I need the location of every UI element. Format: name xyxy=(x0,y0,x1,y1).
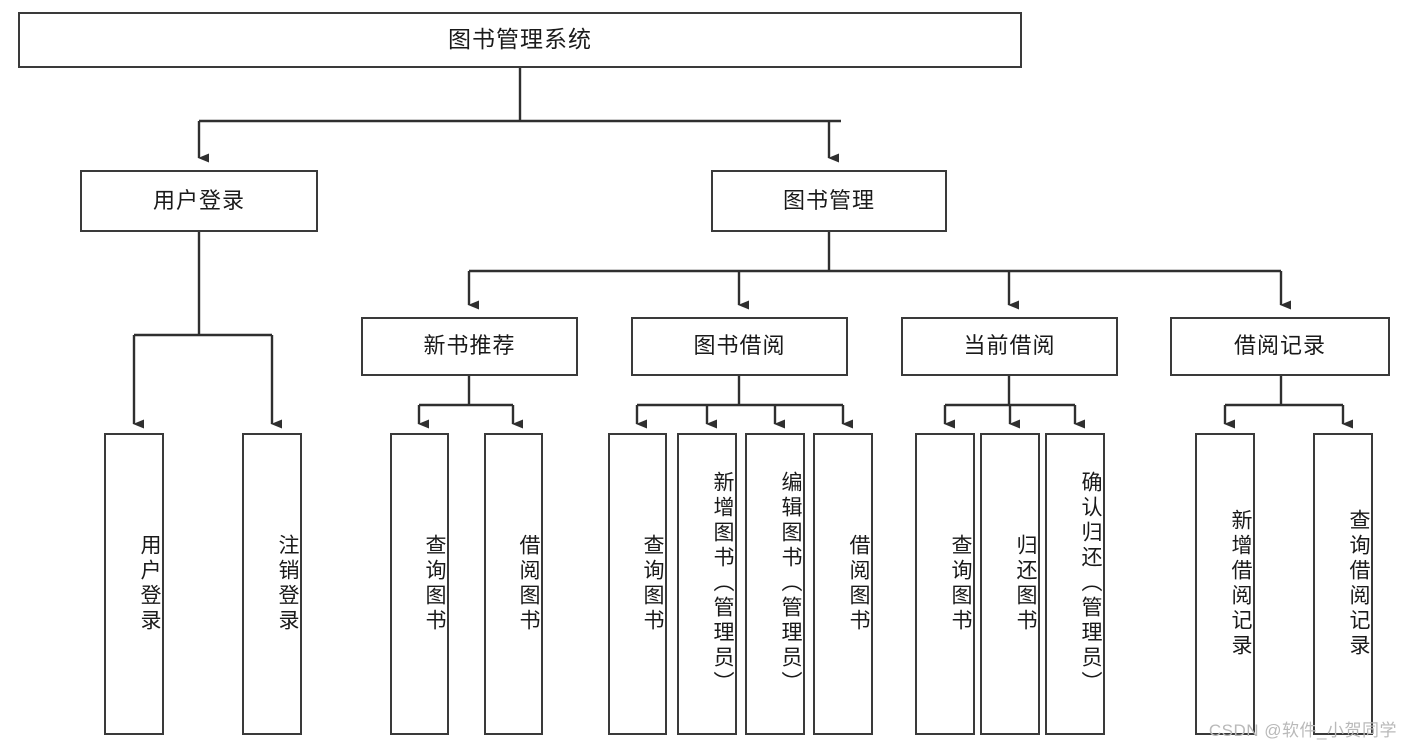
leaf-add-book-admin[interactable]: 新增图书（管理员） xyxy=(677,433,737,735)
node-root-system[interactable]: 图书管理系统 xyxy=(18,12,1022,68)
node-borrow-record[interactable]: 借阅记录 xyxy=(1170,317,1390,376)
node-new-book-recommend[interactable]: 新书推荐 xyxy=(361,317,578,376)
node-current-borrow[interactable]: 当前借阅 xyxy=(901,317,1118,376)
leaf-borrow-book-borrow[interactable]: 借阅图书 xyxy=(813,433,873,735)
node-book-borrow[interactable]: 图书借阅 xyxy=(631,317,848,376)
leaf-query-borrow-record[interactable]: 查询借阅记录 xyxy=(1313,433,1373,735)
leaf-user-login[interactable]: 用户登录 xyxy=(104,433,164,735)
leaf-confirm-return-admin[interactable]: 确认归还（管理员） xyxy=(1045,433,1105,735)
leaf-edit-book-admin[interactable]: 编辑图书（管理员） xyxy=(745,433,805,735)
leaf-return-book[interactable]: 归还图书 xyxy=(980,433,1040,735)
leaf-query-book-current[interactable]: 查询图书 xyxy=(915,433,975,735)
node-user-login[interactable]: 用户登录 xyxy=(80,170,318,232)
leaf-logout-login[interactable]: 注销登录 xyxy=(242,433,302,735)
leaf-query-book-borrow[interactable]: 查询图书 xyxy=(608,433,667,735)
leaf-query-book-recommend[interactable]: 查询图书 xyxy=(390,433,449,735)
leaf-add-borrow-record[interactable]: 新增借阅记录 xyxy=(1195,433,1255,735)
csdn-watermark: CSDN @软件_小贺同学 xyxy=(1208,721,1397,740)
leaf-borrow-book-recommend[interactable]: 借阅图书 xyxy=(484,433,543,735)
node-book-manage[interactable]: 图书管理 xyxy=(711,170,947,232)
